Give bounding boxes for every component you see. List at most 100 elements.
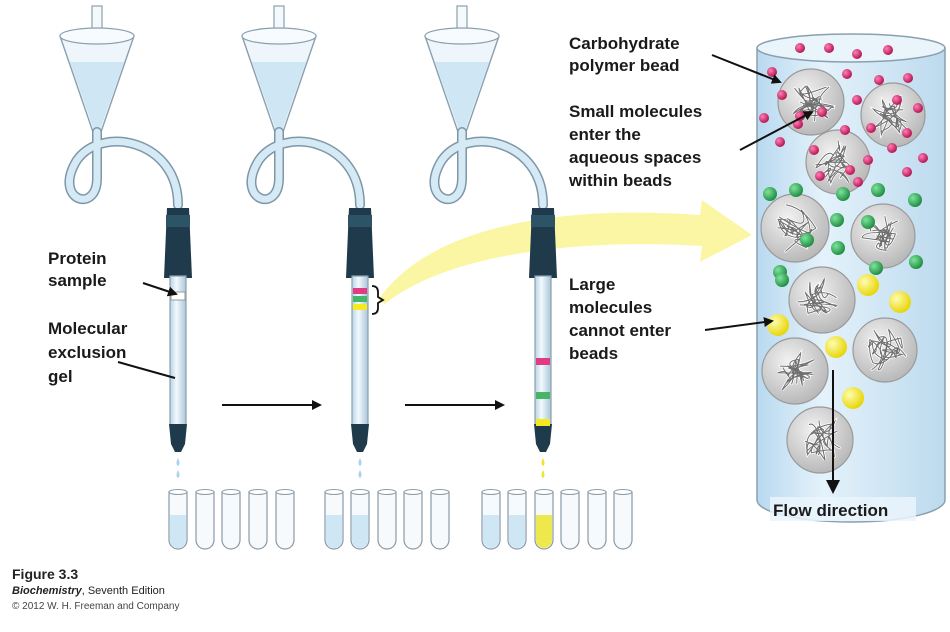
- molecules: [759, 43, 928, 409]
- large-molecule: [842, 387, 864, 409]
- column-bottom-fitting: [351, 424, 369, 452]
- drip-3-a: [541, 458, 545, 466]
- collection-tube-icon: [377, 489, 397, 550]
- large-molecule: [889, 291, 911, 313]
- sample-band-3-1: [536, 358, 550, 365]
- columns: [59, 5, 557, 478]
- drip-1-a: [176, 458, 180, 466]
- tube-rim: [430, 489, 450, 495]
- medium-molecule: [869, 261, 883, 275]
- bead-icon: [760, 193, 830, 263]
- column-bottom-fitting: [169, 424, 187, 452]
- collection-tube-icon: [324, 489, 344, 550]
- collection-tube-icon: [221, 489, 241, 550]
- medium-molecule: [908, 193, 922, 207]
- collection-tube-icon: [507, 489, 527, 550]
- tube-rim: [587, 489, 607, 495]
- bead-icon: [761, 337, 829, 405]
- small-molecule: [840, 125, 850, 135]
- tube-rim: [275, 489, 295, 495]
- small-molecule: [842, 69, 852, 79]
- medium-molecule: [800, 233, 814, 247]
- pointer-bead: [711, 54, 782, 84]
- medium-molecule: [871, 183, 885, 197]
- tube-glass: [613, 491, 633, 550]
- sample-band-2-3: [353, 304, 367, 310]
- band-bracket: [371, 285, 385, 315]
- bead-polymer: [777, 351, 815, 391]
- column-cap-ring: [348, 215, 372, 227]
- medium-molecule: [830, 213, 844, 227]
- label-protein-sample: Protein sample: [48, 249, 111, 290]
- tube-rim: [377, 489, 397, 495]
- drip-2-a: [358, 458, 362, 466]
- collection-tube-icon: [195, 489, 215, 550]
- small-molecule: [918, 153, 928, 163]
- small-molecule: [815, 171, 825, 181]
- book-citation: Biochemistry, Seventh Edition: [12, 585, 165, 597]
- tube-rim: [534, 489, 554, 495]
- medium-molecule: [763, 187, 777, 201]
- tube-liquid: [326, 515, 342, 548]
- funnel-rim: [424, 27, 500, 45]
- tube-rim: [481, 489, 501, 495]
- funnel-liquid: [252, 62, 306, 130]
- tube-liquid: [483, 515, 499, 548]
- small-molecule: [775, 137, 785, 147]
- pointer-gel: [117, 361, 176, 379]
- small-molecule: [913, 103, 923, 113]
- small-molecule: [887, 143, 897, 153]
- sample-band-3-3: [536, 419, 550, 426]
- small-molecule: [852, 95, 862, 105]
- bead-polymer: [797, 278, 838, 315]
- medium-molecule: [831, 241, 845, 255]
- medium-molecule: [909, 255, 923, 269]
- tube-rim: [221, 489, 241, 495]
- tube-rim: [613, 489, 633, 495]
- tube-glass: [275, 491, 295, 550]
- column-tube: [534, 275, 552, 427]
- bead-icon: [852, 317, 918, 383]
- collection-tube-icon: [248, 489, 268, 550]
- zoomed-column: [756, 33, 946, 523]
- large-molecule: [857, 274, 879, 296]
- label-small-molecules: Small molecules enter the aqueous spaces…: [568, 102, 707, 190]
- sample-band-2-2: [353, 296, 367, 302]
- small-molecule: [795, 43, 805, 53]
- tube-glass: [248, 491, 268, 550]
- tube-glass: [195, 491, 215, 550]
- small-molecule: [853, 177, 863, 187]
- column-cap-ring: [531, 215, 555, 227]
- funnel-liquid: [70, 62, 124, 130]
- small-molecule: [902, 167, 912, 177]
- small-molecule: [795, 111, 805, 121]
- large-molecule: [825, 336, 847, 358]
- tubing: [248, 128, 364, 209]
- book-title: Biochemistry: [12, 585, 82, 597]
- tube-rim: [560, 489, 580, 495]
- highlight-arrow: [378, 200, 752, 304]
- collection-tube-icon: [481, 489, 501, 550]
- collection-tube-icon: [587, 489, 607, 550]
- label-large-molecules: Large molecules cannot enter beads: [569, 275, 676, 363]
- collection-tube-icon: [168, 489, 188, 550]
- flow-label-bg: [770, 497, 916, 521]
- tube-rim: [507, 489, 527, 495]
- collection-tube-icon: [534, 489, 554, 550]
- tubing: [66, 128, 182, 209]
- collection-tube-icon: [430, 489, 450, 550]
- small-molecule: [845, 165, 855, 175]
- small-molecule: [874, 75, 884, 85]
- tube-liquid: [536, 515, 552, 548]
- column-apparatus-3: [424, 5, 557, 452]
- column-apparatus-2: [241, 5, 374, 452]
- small-molecule: [852, 49, 862, 59]
- bead-polymer: [804, 419, 840, 461]
- small-molecule: [817, 107, 827, 117]
- tube-liquid: [170, 515, 186, 548]
- sample-band-3-2: [536, 392, 550, 399]
- collection-tube-icon: [350, 489, 370, 550]
- tube-glass: [560, 491, 580, 550]
- column-cap-ring: [166, 215, 190, 227]
- medium-molecule: [775, 273, 789, 287]
